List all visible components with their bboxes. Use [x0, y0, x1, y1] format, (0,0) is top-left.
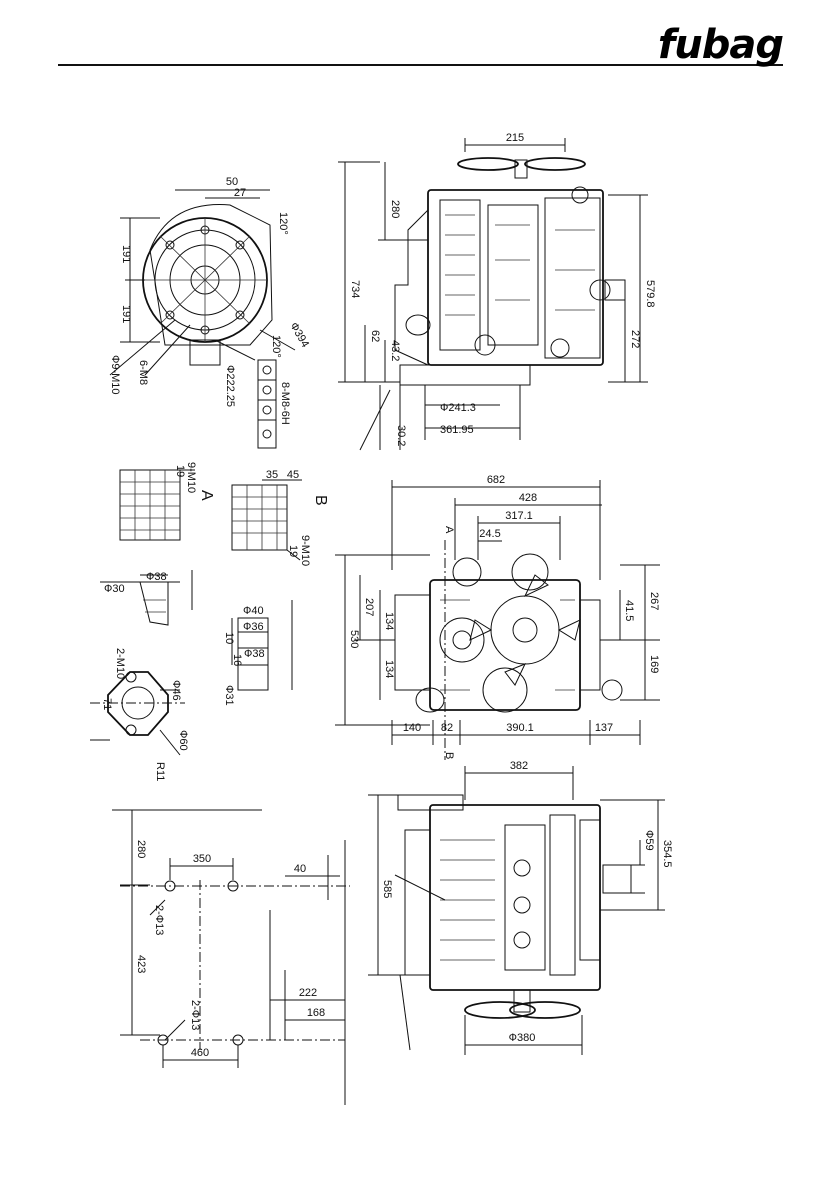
dim-682: 682: [487, 474, 505, 486]
flange-71: 71: [101, 698, 113, 710]
dim-390-1: 390.1: [506, 722, 534, 734]
flywheel-view: [109, 189, 296, 449]
dim-530: 530: [348, 630, 360, 648]
dim-50: 50: [226, 176, 238, 188]
hose-inlet-drawing: [231, 600, 293, 691]
brand-logo: fubag: [657, 22, 784, 68]
detail-b-letter: B: [312, 495, 329, 506]
header-rule: [58, 64, 783, 66]
dim-d59: Ф59: [643, 830, 655, 851]
hose-inlet-10: 10: [223, 632, 235, 644]
flange-2-m10: 2-M10: [114, 648, 126, 679]
dim-207: 207: [363, 598, 375, 616]
dim-317-1: 317.1: [505, 510, 533, 522]
detail-b-dim: 19: [287, 545, 299, 557]
dim-354-5: 354.5: [661, 840, 673, 868]
dim-272: 272: [629, 330, 641, 348]
mount-dim-460: 460: [191, 1047, 209, 1059]
detail-b-dim-35: 35: [266, 469, 278, 481]
dim-579-8: 579.8: [644, 280, 656, 308]
front-view-letter-b: B: [443, 752, 455, 759]
hose-outlet-d38: Ф38: [146, 571, 167, 583]
dim-24-5: 24.5: [479, 528, 500, 540]
mount-dim-222: 222: [299, 987, 317, 999]
dim-169: 169: [648, 655, 660, 673]
dim-382: 382: [510, 760, 528, 772]
hose-inlet-16: 16: [231, 654, 243, 666]
hose-inlet-d40: Ф40: [243, 605, 264, 617]
dim-120deg-top: 120°: [277, 212, 289, 235]
mount-dim-280: 280: [135, 840, 147, 858]
mount-plan: [112, 809, 350, 1105]
detail-a-letter: A: [198, 490, 215, 501]
dim-30-2: 30.2: [395, 425, 407, 446]
hose-outlet-d30: Ф30: [104, 583, 125, 595]
mount-hole-bottom: 2-Ф13: [189, 1000, 201, 1030]
dim-585: 585: [381, 880, 393, 898]
hose-outlet-drawing: [100, 570, 193, 626]
dim-d394: Ф394: [287, 321, 311, 350]
detail-b-dim-45: 45: [287, 469, 299, 481]
flange-r11: R11: [154, 762, 166, 781]
dim-62: 62: [369, 330, 381, 342]
dim-215: 215: [506, 132, 524, 144]
label-8-m8-6h: 8-M8-6H: [279, 382, 291, 425]
side-view: [338, 138, 648, 451]
dim-191-lower: 191: [120, 305, 132, 323]
detail-b-drawing: [231, 479, 302, 561]
dim-d222-25: Ф222.25: [224, 365, 236, 407]
flange-d60: Ф60: [177, 730, 189, 751]
flange-d46: Ф46: [170, 680, 182, 701]
dim-43-2: 43.2: [389, 340, 401, 361]
dim-d380: Ф380: [509, 1032, 536, 1044]
dim-734: 734: [349, 280, 361, 298]
dim-137: 137: [595, 722, 613, 734]
exhaust-flange-drawing: [90, 671, 185, 756]
dim-140: 140: [403, 722, 421, 734]
front-view-letter-a: A: [443, 526, 455, 534]
dim-41-5: 41.5: [623, 600, 635, 621]
dim-191-upper: 191: [120, 245, 132, 263]
hose-inlet-d31: Ф31: [223, 685, 235, 706]
front-view: [335, 480, 660, 760]
detail-b-label: 9-M10: [299, 535, 311, 566]
top-view: [368, 766, 665, 1055]
label-d9-m10: Ф9-M10: [109, 355, 121, 395]
label-6-m8: 6-M8: [137, 360, 149, 385]
mount-hole-top: 2-Ф13: [153, 905, 165, 935]
hose-inlet-d36: Ф36: [243, 621, 264, 633]
mount-dim-423: 423: [135, 955, 147, 973]
dim-134-upper: 134: [383, 612, 395, 630]
dim-82: 82: [441, 722, 453, 734]
mount-dim-40: 40: [294, 863, 306, 875]
dim-267: 267: [648, 592, 660, 610]
dim-120deg-bottom: 120°: [270, 335, 282, 358]
dim-27: 27: [234, 187, 246, 199]
mount-dim-350: 350: [193, 853, 211, 865]
dim-134-lower: 134: [383, 660, 395, 678]
hose-inlet-d38: Ф38: [244, 648, 265, 660]
dim-361-95: 361.95: [440, 424, 474, 436]
mount-dim-168: 168: [307, 1007, 325, 1019]
dim-280: 280: [389, 200, 401, 218]
dim-428: 428: [519, 492, 537, 504]
detail-a-label: 9-M10: [185, 462, 197, 493]
dim-d241-3: Ф241.3: [440, 402, 476, 414]
detail-a-dim: 19: [174, 465, 186, 477]
detail-a-drawing: [119, 469, 195, 541]
